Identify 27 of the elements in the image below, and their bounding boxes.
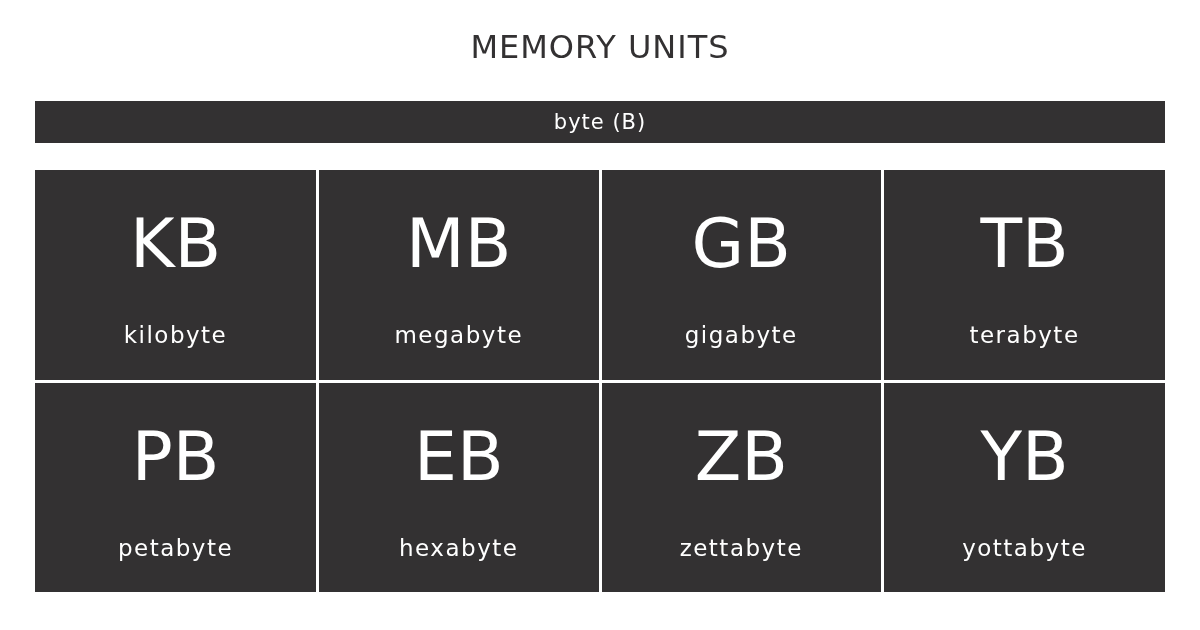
unit-symbol: ZB: [693, 416, 789, 497]
unit-label: byte (B): [553, 110, 647, 134]
unit-symbol: EB: [412, 416, 505, 497]
unit-name: petabyte: [116, 533, 235, 563]
unit-symbol: KB: [128, 204, 223, 284]
unit-name: hexabyte: [398, 533, 520, 563]
unit-tile: [35, 382, 316, 592]
unit-symbol: YB: [979, 416, 1070, 497]
unit-tile: [35, 170, 316, 380]
unit-tile: [601, 170, 881, 380]
unit-symbol: MB: [405, 204, 513, 284]
title: MEMORY UNITS: [469, 28, 731, 66]
unit-symbol: TB: [979, 204, 1070, 284]
unit-tile: [319, 382, 599, 592]
unit-name: zettabyte: [678, 533, 804, 563]
unit-name: kilobyte: [122, 321, 229, 350]
unit-name: yottabyte: [961, 533, 1088, 563]
unit-tile: [319, 170, 599, 380]
unit-symbol: PB: [130, 416, 221, 497]
unit-name: gigabyte: [683, 321, 799, 350]
unit-tile: [884, 170, 1165, 380]
header-bar: [35, 101, 1165, 143]
unit-symbol: GB: [690, 204, 792, 284]
unit-name: terabyte: [968, 321, 1081, 350]
unit-name: megabyte: [393, 321, 525, 350]
unit-tile: [884, 382, 1165, 592]
unit-tile: [601, 382, 881, 592]
